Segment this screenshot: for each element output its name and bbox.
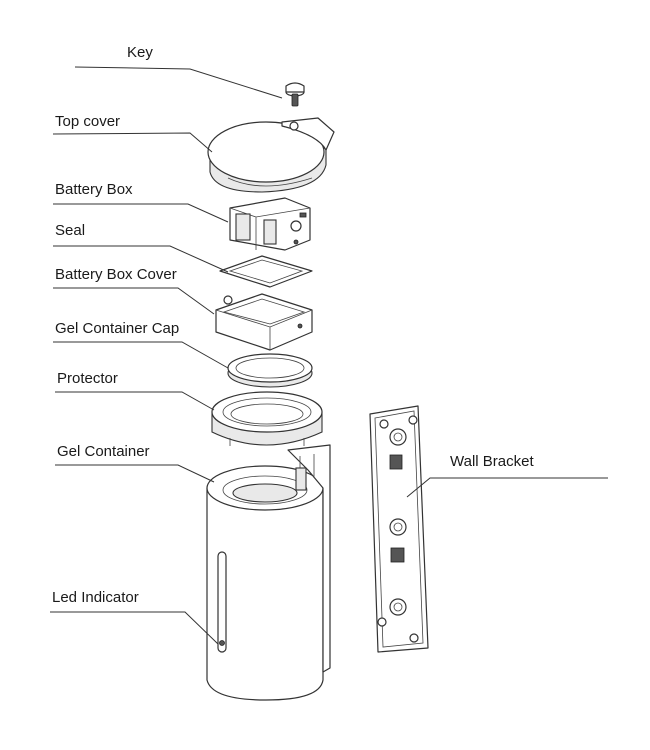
label-wall-bracket: Wall Bracket [450,453,534,470]
battery-box-part [229,197,311,251]
gel-container-part [206,444,331,701]
leader-led-indicator [50,611,219,645]
leader-protector [55,391,215,411]
label-protector: Protector [57,370,118,387]
top-cover-part [207,117,335,193]
seal-part [219,255,313,288]
gel-container-cap-part [227,353,313,388]
key-part [285,82,305,107]
leader-gel-container [55,464,215,483]
label-battery-box: Battery Box [55,181,133,198]
label-gel-container-cap: Gel Container Cap [55,320,179,337]
leader-top-cover [52,132,213,153]
label-battery-box-cover: Battery Box Cover [55,266,177,283]
protector-part [211,391,323,446]
leader-battery-box [53,203,229,223]
label-seal: Seal [55,222,85,239]
label-gel-container: Gel Container [57,443,150,460]
battery-box-cover-part [215,293,313,351]
leader-battery-box-cover [53,287,215,315]
wall-bracket-part [369,405,429,653]
leader-gel-container-cap [53,341,229,369]
leader-wall-bracket [406,477,608,498]
leader-key [74,66,283,99]
leader-seal [53,245,229,273]
label-top-cover: Top cover [55,113,120,130]
label-key: Key [127,44,153,61]
label-led-indicator: Led Indicator [52,589,139,606]
